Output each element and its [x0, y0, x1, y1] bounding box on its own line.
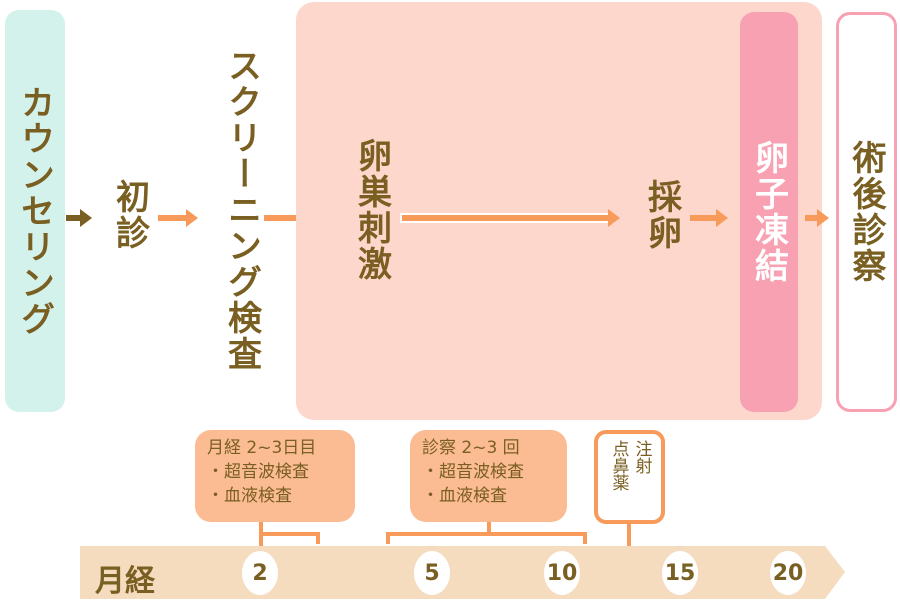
bracket [259, 532, 319, 536]
note-item: ・超音波検査 [207, 462, 309, 482]
day-5: 5 [414, 551, 450, 595]
step-screening: スクリーニング検査 [220, 20, 264, 400]
step-counseling: カウンセリング [5, 10, 65, 412]
post-op-label: 術後診察 [846, 140, 886, 284]
bracket [487, 522, 491, 534]
note-title: 診察 2~3 回 [422, 438, 520, 458]
note-box-1: 月経 2~3日目 ・超音波検査 ・血液検査 [195, 430, 355, 522]
timeline-label: 月経 [95, 564, 155, 599]
step-post-op: 術後診察 [836, 12, 897, 412]
callout-nasal: 点鼻薬 [608, 440, 629, 491]
day-20: 20 [770, 551, 806, 595]
callout-injection-text: 注射 [631, 440, 652, 474]
bracket [386, 532, 586, 536]
counseling-label: カウンセリング [14, 85, 55, 337]
note-title: 月経 2~3日目 [207, 438, 317, 458]
retrieval-label: 採卵 [641, 179, 682, 251]
callout-pointer [627, 522, 631, 558]
day-10: 10 [544, 551, 580, 595]
day-15: 15 [662, 551, 698, 595]
step-stimulation: 卵巣刺激 [350, 125, 394, 295]
timeline-band [80, 546, 845, 599]
stimulation-area [296, 2, 822, 420]
step-freezing: 卵子凍結 [740, 12, 798, 412]
step-first-visit: 初診 [110, 175, 150, 255]
day-2: 2 [242, 551, 278, 595]
stimulation-label: 卵巣刺激 [351, 138, 392, 282]
note-box-2: 診察 2~3 回 ・超音波検査 ・血液検査 [410, 430, 567, 522]
step-retrieval: 採卵 [640, 175, 684, 255]
note-item: ・超音波検査 [422, 462, 524, 482]
screening-label: スクリーニング検査 [221, 48, 262, 372]
freezing-label: 卵子凍結 [748, 140, 789, 284]
note-item: ・血液検査 [422, 486, 507, 506]
callout-injection: 点鼻薬 注射 [594, 430, 665, 524]
bracket [316, 532, 320, 544]
bracket [386, 532, 390, 544]
first-visit-label: 初診 [109, 179, 150, 251]
bracket [583, 532, 587, 544]
note-item: ・血液検査 [207, 486, 292, 506]
